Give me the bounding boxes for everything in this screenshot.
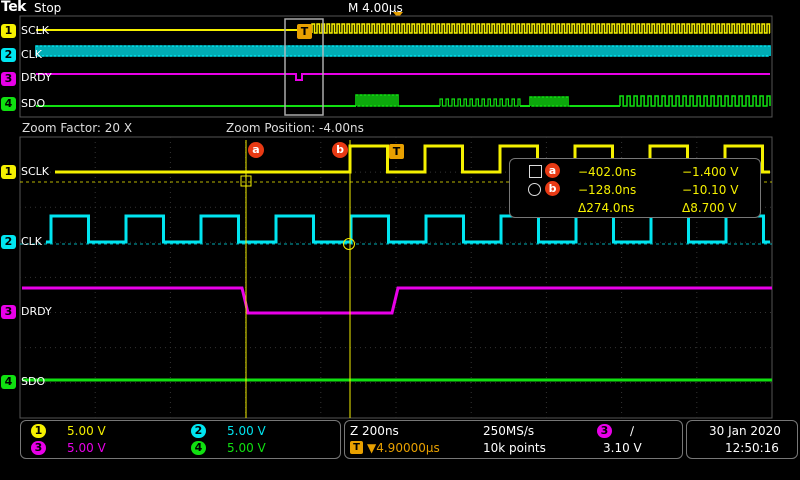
cursor-b-circle-icon xyxy=(528,183,541,196)
trigger-position-icon xyxy=(393,12,403,18)
record-length: 10k points xyxy=(483,441,546,455)
trigger-pos-icon: T xyxy=(350,441,363,454)
trigger-position: ▼4.90000µs xyxy=(367,441,440,455)
ch4-badge-zoom[interactable]: 4 xyxy=(1,375,16,389)
cursor-a-square xyxy=(240,175,252,187)
ch3-overview-trace xyxy=(36,73,770,81)
ch4-overview-burst-4 xyxy=(619,95,771,107)
ch3-label-overview: DRDY xyxy=(21,71,52,84)
ch3-scale-badge[interactable]: 3 xyxy=(31,441,46,455)
trig-channel-badge[interactable]: 3 xyxy=(597,424,612,438)
ch3-badge-zoom[interactable]: 3 xyxy=(1,305,16,319)
ch2-badge-zoom[interactable]: 2 xyxy=(1,235,16,249)
trigger-marker-overview: T xyxy=(297,24,312,39)
cursor-delta-volt: Δ8.700 V xyxy=(682,201,737,215)
cursor-a-icon: a xyxy=(545,163,560,178)
ch4-label-zoom: SDO xyxy=(21,375,46,388)
trig-level: 3.10 V xyxy=(603,441,642,455)
sample-rate: 250MS/s xyxy=(483,424,535,438)
ch1-scale-badge[interactable]: 1 xyxy=(31,424,46,438)
ch2-scale-badge[interactable]: 2 xyxy=(191,424,206,438)
date: 30 Jan 2020 xyxy=(709,424,781,438)
ch4-overview-burst-2 xyxy=(439,98,521,107)
zoom-position: Zoom Position: -4.00ns xyxy=(226,121,364,135)
ch1-badge-zoom[interactable]: 1 xyxy=(1,165,16,179)
trigger-marker-zoom: T xyxy=(389,144,404,159)
ch2-label-overview: CLK xyxy=(21,48,43,61)
ch3-scale: 5.00 V xyxy=(67,441,106,455)
cursor-b-icon: b xyxy=(545,181,560,196)
ch4-badge-overview[interactable]: 4 xyxy=(1,97,16,111)
cursor-a-time: −402.0ns xyxy=(578,165,637,179)
time: 12:50:16 xyxy=(725,441,779,455)
ch1-scale: 5.00 V xyxy=(67,424,106,438)
trig-slope-icon: ∕ xyxy=(630,424,635,438)
cursor-a-volt: −1.400 V xyxy=(682,165,739,179)
ch2-label-zoom: CLK xyxy=(21,235,43,248)
ch2-scale: 5.00 V xyxy=(227,424,266,438)
cursor-b-time: −128.0ns xyxy=(578,183,637,197)
ch1-label-overview: SCLK xyxy=(21,24,50,37)
brand-logo: Tek xyxy=(1,0,27,15)
zoom-factor: Zoom Factor: 20 X xyxy=(22,121,133,135)
run-state: Stop xyxy=(34,1,62,15)
ch3-zoom-trace xyxy=(22,286,772,315)
cursor-readout-panel[interactable]: a −402.0ns −1.400 V b −128.0ns −10.10 V … xyxy=(509,158,761,218)
ch4-scale: 5.00 V xyxy=(227,441,266,455)
ch3-badge-overview[interactable]: 3 xyxy=(1,72,16,86)
cursor-delta-time: Δ274.0ns xyxy=(578,201,635,215)
cursor-b-circle xyxy=(343,238,355,250)
cursor-a-square-icon xyxy=(529,165,542,178)
ch2-overview-trace xyxy=(35,45,771,57)
overview-waveform-display[interactable] xyxy=(0,0,800,120)
ch1-label-zoom: SCLK xyxy=(21,165,50,178)
cursor-a-marker[interactable]: a xyxy=(248,142,264,158)
ch4-overview-burst-3 xyxy=(529,96,570,107)
cursor-b-volt: −10.10 V xyxy=(682,183,739,197)
ch4-scale-badge[interactable]: 4 xyxy=(191,441,206,455)
ch4-overview-burst-1 xyxy=(355,94,400,107)
timebase-readout: M 4.00µs xyxy=(348,1,403,15)
acquisition-panel[interactable]: Z 200ns 250MS/s 3 ∕ T ▼4.90000µs 10k poi… xyxy=(344,420,683,459)
ch1-badge-overview[interactable]: 1 xyxy=(1,24,16,38)
ch1-overview-clock xyxy=(311,23,771,34)
ch2-badge-overview[interactable]: 2 xyxy=(1,48,16,62)
channel-scale-panel[interactable]: 1 5.00 V 2 5.00 V 3 5.00 V 4 5.00 V xyxy=(20,420,341,459)
ch3-label-zoom: DRDY xyxy=(21,305,52,318)
ch4-label-overview: SDO xyxy=(21,97,46,110)
datetime-panel: 30 Jan 2020 12:50:16 xyxy=(686,420,798,459)
zoom-scale: Z 200ns xyxy=(350,424,399,438)
cursor-b-marker[interactable]: b xyxy=(332,142,348,158)
zoom-window-box xyxy=(284,18,324,116)
